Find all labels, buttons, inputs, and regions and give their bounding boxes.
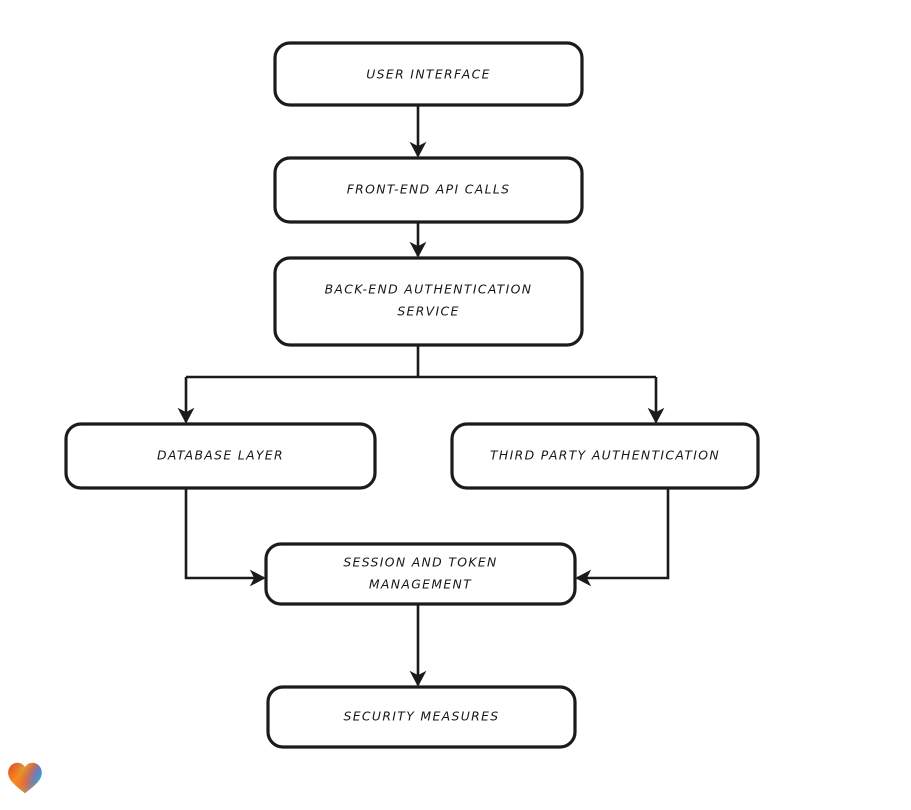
node-front-end-api-calls-shape[interactable] [273, 156, 584, 224]
node-front-end-api-calls[interactable]: FRONT-END API CALLS [273, 156, 584, 224]
node-database-layer-label: DATABASE LAYER [157, 448, 284, 463]
heart-icon [8, 762, 42, 794]
node-back-end-authentication-service[interactable]: BACK-END AUTHENTICATION SERVICE [273, 256, 584, 347]
node-database-layer-shape[interactable] [64, 422, 377, 490]
edges-group [177, 105, 670, 687]
edge-database-to-session [184, 488, 266, 587]
node-session-and-token-management[interactable]: SESSION AND TOKEN MANAGEMENT [264, 542, 577, 606]
node-session-and-token-management-label-line2: MANAGEMENT [369, 577, 472, 592]
node-third-party-authentication[interactable]: THIRD PARTY AUTHENTICATION [450, 422, 760, 490]
nodes-group: USER INTERFACE FRONT-END API CALLS BACK-… [64, 41, 760, 749]
node-security-measures-shape[interactable] [266, 685, 577, 749]
node-user-interface-shape[interactable] [273, 41, 584, 107]
node-user-interface-label: USER INTERFACE [366, 67, 491, 82]
node-back-end-authentication-service-shape[interactable] [273, 256, 584, 347]
node-front-end-api-calls-label: FRONT-END API CALLS [347, 182, 511, 197]
node-database-layer[interactable]: DATABASE LAYER [64, 422, 377, 490]
node-third-party-authentication-shape[interactable] [450, 422, 760, 490]
node-session-and-token-management-label-line1: SESSION AND TOKEN [343, 555, 497, 570]
node-security-measures-label: SECURITY MEASURES [344, 709, 500, 724]
node-back-end-authentication-service-label-line1: BACK-END AUTHENTICATION [325, 282, 533, 297]
node-security-measures[interactable]: SECURITY MEASURES [266, 685, 577, 749]
edge-thirdparty-to-session [575, 488, 670, 587]
node-user-interface[interactable]: USER INTERFACE [273, 41, 584, 107]
node-session-and-token-management-shape[interactable] [264, 542, 577, 606]
node-back-end-authentication-service-label-line2: SERVICE [397, 304, 459, 319]
node-third-party-authentication-label: THIRD PARTY AUTHENTICATION [490, 448, 720, 463]
